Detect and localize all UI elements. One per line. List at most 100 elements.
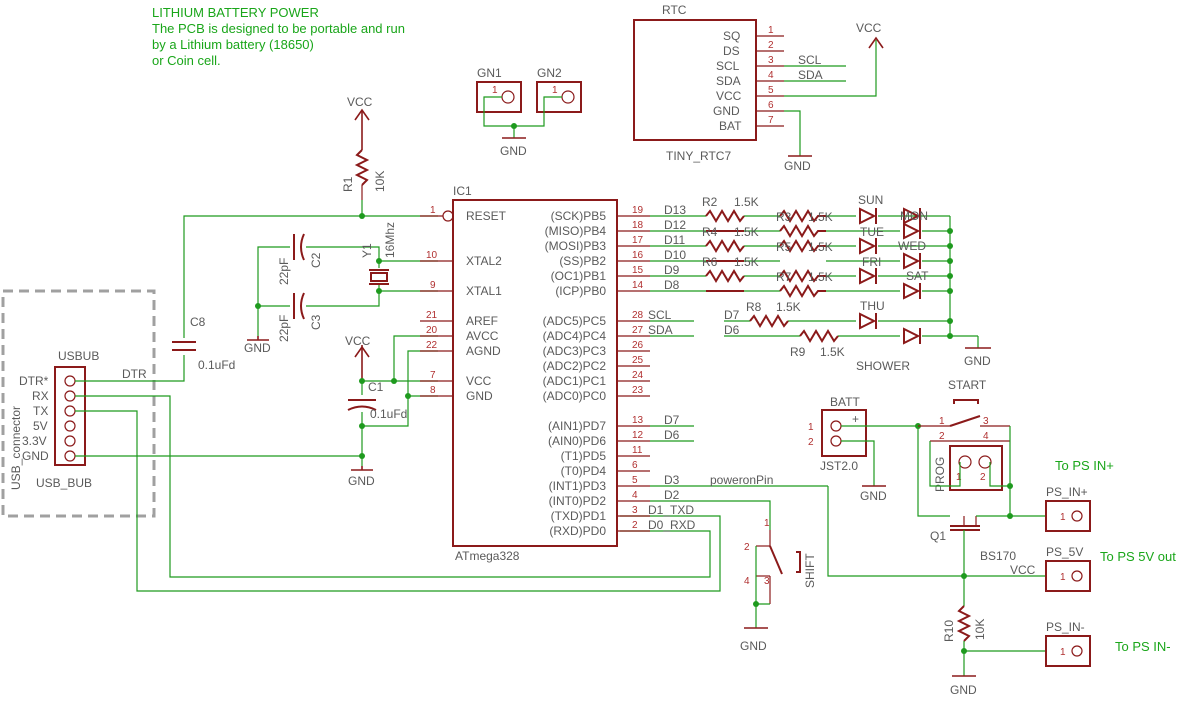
net-d9: D9 bbox=[664, 263, 680, 277]
gnd-c1: GND bbox=[348, 466, 375, 488]
q1-mosfet: Q1 BS170 bbox=[930, 516, 1016, 563]
ps-in-plus-connector: 1 PS_IN+ bbox=[1045, 485, 1091, 532]
net-scl: SCL bbox=[648, 308, 672, 322]
start-pin1: 1 bbox=[939, 416, 945, 427]
note-to-ps-in-minus: To PS IN- bbox=[1115, 639, 1171, 654]
ic1-pin-num: 27 bbox=[632, 325, 644, 336]
gnd-gn: GND bbox=[500, 137, 527, 158]
ic1-name: ATmega328 bbox=[455, 549, 520, 563]
led-mon bbox=[903, 207, 921, 225]
gn2-label: GN2 bbox=[537, 66, 562, 80]
rtc-pin-label: DS bbox=[723, 44, 740, 58]
y1-crystal: Y1 16Mhz bbox=[360, 222, 397, 285]
led-d10 bbox=[903, 252, 921, 270]
battery-note-line3: or Coin cell. bbox=[152, 53, 221, 68]
gnd-batt: GND bbox=[860, 485, 887, 503]
r2-ref: R2 bbox=[702, 195, 718, 209]
shift-switch: 2 4 1 3 SHIFT bbox=[744, 518, 817, 604]
ic1-pin-num: 28 bbox=[632, 310, 644, 321]
ic1-pin-label: (ICP)PB0 bbox=[555, 284, 606, 298]
ps-5v-label: PS_5V bbox=[1046, 545, 1083, 559]
ic1-pin-num: 15 bbox=[632, 265, 644, 276]
net-d3: D3 bbox=[664, 473, 680, 487]
led-sun bbox=[859, 207, 877, 225]
r4-ref: R4 bbox=[702, 225, 718, 239]
ic1-pin-num: 17 bbox=[632, 235, 644, 246]
prog-pin1: 1 bbox=[956, 472, 962, 483]
batt-pin2: 2 bbox=[808, 437, 814, 448]
resistor-bank: R2 1.5K R3 1.5K R4 1.5K R5 1.5K R6 1.5K … bbox=[702, 195, 845, 359]
net-d1-txd: D1_TXD bbox=[648, 503, 694, 517]
led-bank: SUN MON TUE WED FRI SAT THU SHOWER bbox=[856, 193, 929, 373]
r10-wires bbox=[963, 641, 1046, 676]
ic1-pin-num: 18 bbox=[632, 220, 644, 231]
rtc-pin-num: 3 bbox=[768, 55, 774, 66]
led-label-tue: TUE bbox=[860, 225, 884, 239]
ic1-ref: IC1 bbox=[453, 184, 472, 198]
rtc-name: TINY_RTC7 bbox=[666, 149, 731, 163]
rtc-pin-label: SDA bbox=[716, 74, 741, 88]
led-sat bbox=[903, 282, 921, 300]
ic1-pin-label: (ADC1)PC1 bbox=[543, 374, 607, 388]
rtc-pin-num: 1 bbox=[768, 25, 774, 36]
ic1-pin-label: GND bbox=[466, 389, 493, 403]
battery-note-line2: by a Lithium battery (18650) bbox=[152, 37, 314, 52]
c3-capacitor: 22pF C3 bbox=[277, 292, 323, 342]
ic1-pin-label: (ADC2)PC2 bbox=[543, 359, 607, 373]
ic1-pin-label: AREF bbox=[466, 314, 498, 328]
ic1-pin-num: 11 bbox=[632, 445, 643, 456]
net-d8: D8 bbox=[664, 278, 680, 292]
ps-5v-pin: 1 bbox=[1060, 572, 1066, 583]
r10-resistor: R10 10K bbox=[942, 605, 987, 642]
vcc-symbol-r1: VCC bbox=[347, 95, 373, 109]
c3-value: 22pF bbox=[277, 315, 291, 342]
rtc-pin-label: BAT bbox=[719, 119, 742, 133]
ps-connectors: 1 PS_IN+ 1 PS_5V 1 PS_IN- To PS IN+ To P… bbox=[1045, 458, 1176, 667]
net-d10: D10 bbox=[664, 248, 686, 262]
rtc-pin-num: 6 bbox=[768, 100, 774, 111]
gnd-leds: GND bbox=[964, 347, 991, 368]
q1-wires bbox=[827, 486, 1046, 606]
ic1-pin-num: 4 bbox=[632, 490, 638, 501]
shift-pin4: 4 bbox=[744, 576, 750, 587]
ic1-pin-num: 16 bbox=[632, 250, 644, 261]
net-sda: SDA bbox=[648, 323, 673, 337]
r5-ref: R5 bbox=[776, 240, 792, 254]
c3-ref: C3 bbox=[309, 314, 323, 330]
r5-value: 1.5K bbox=[808, 240, 833, 254]
vcc-symbol-c1: VCC bbox=[345, 334, 371, 348]
ic1-pin-label: XTAL2 bbox=[466, 254, 502, 268]
shift-pin3: 3 bbox=[764, 576, 770, 587]
ic1-pin-num: 10 bbox=[426, 250, 438, 261]
ic1-pin-num: 13 bbox=[632, 415, 644, 426]
shift-ref: SHIFT bbox=[803, 553, 817, 588]
r1-resistor: VCC R1 10K bbox=[341, 95, 387, 200]
net-d6-led: D6 bbox=[724, 323, 740, 337]
ic1-pin-num: 1 bbox=[430, 205, 436, 216]
usb-connector-frame bbox=[1, 289, 156, 518]
led-wed bbox=[859, 237, 877, 255]
ps-in-plus-label: PS_IN+ bbox=[1046, 485, 1088, 499]
led-label-wed: WED bbox=[898, 239, 926, 253]
ic1-pin-num: 20 bbox=[426, 325, 438, 336]
prog-jumper: PROG 1 2 bbox=[933, 445, 1003, 492]
ps-in-plus-pin: 1 bbox=[1060, 512, 1066, 523]
led-label-fri: FRI bbox=[862, 255, 881, 269]
ic1-pin-num: 7 bbox=[430, 370, 436, 381]
ic1-right-pins: 19(SCK)PB518(MISO)PB417(MOSI)PB316(SS)PB… bbox=[543, 205, 650, 538]
battery-wires bbox=[841, 425, 950, 517]
rtc-pin-label: SQ bbox=[723, 29, 740, 43]
rtc-pin-label: SCL bbox=[716, 59, 740, 73]
y1-ref: Y1 bbox=[360, 243, 374, 258]
ic1-pin-label: (ADC3)PC3 bbox=[543, 344, 607, 358]
rtc-pin-num: 7 bbox=[768, 115, 774, 126]
ic1-pin-num: 6 bbox=[632, 460, 638, 471]
gnd-r10-label: GND bbox=[950, 683, 977, 697]
net-vcc-ps: VCC bbox=[1010, 563, 1036, 577]
note-to-ps-in-plus: To PS IN+ bbox=[1055, 458, 1114, 473]
rtc-wires bbox=[784, 40, 877, 156]
c1-capacitor: VCC C1 0.1uFd bbox=[345, 334, 407, 421]
ic1-pin-label: AGND bbox=[466, 344, 501, 358]
led-label-shower: SHOWER bbox=[856, 359, 910, 373]
